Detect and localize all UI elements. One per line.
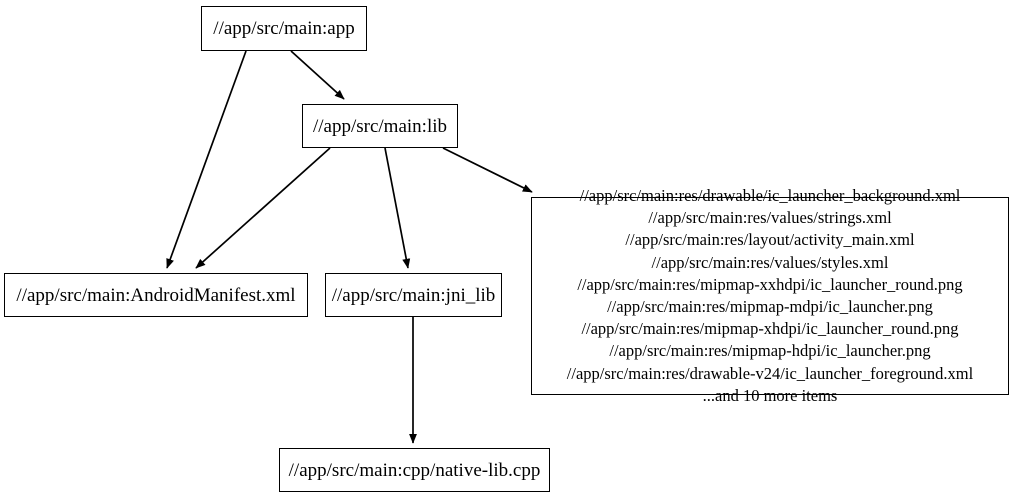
- graph-node-res-group[interactable]: //app/src/main:res/drawable/ic_launcher_…: [531, 186, 1009, 405]
- graph-node-jni-lib[interactable]: //app/src/main:jni_lib: [325, 273, 502, 317]
- graph-node-jni-lib-label: //app/src/main:jni_lib: [331, 284, 496, 306]
- edge-app-to-lib: [290, 50, 345, 100]
- graph-node-res-group-label: //app/src/main:res/drawable/ic_launcher_…: [566, 186, 974, 405]
- graph-node-androidmanifest[interactable]: //app/src/main:AndroidManifest.xml: [4, 273, 308, 317]
- edge-lib-to-manifest: [195, 147, 331, 269]
- graph-node-native-lib-cpp-label: //app/src/main:cpp/native-lib.cpp: [288, 459, 541, 481]
- graph-node-app[interactable]: //app/src/main:app: [201, 6, 367, 51]
- edge-lib-to-jnilib: [384, 147, 411, 269]
- edge-lib-to-res: [442, 147, 533, 193]
- graph-node-lib[interactable]: //app/src/main:lib: [302, 104, 458, 148]
- graph-node-lib-label: //app/src/main:lib: [312, 115, 448, 137]
- graph-node-native-lib-cpp[interactable]: //app/src/main:cpp/native-lib.cpp: [279, 448, 550, 492]
- graph-node-androidmanifest-label: //app/src/main:AndroidManifest.xml: [16, 284, 296, 306]
- graph-node-app-label: //app/src/main:app: [213, 18, 355, 39]
- edge-app-to-manifest: [166, 50, 247, 269]
